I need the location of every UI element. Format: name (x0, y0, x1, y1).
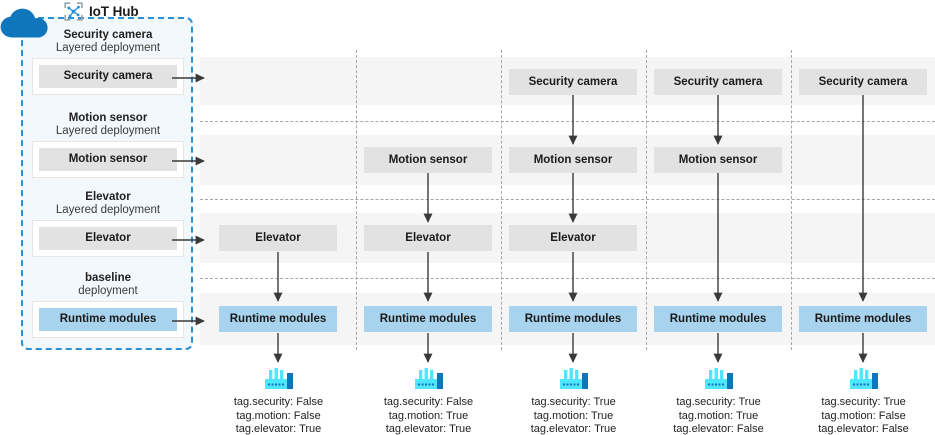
deployment-group-motion-sensor: Motion sensor Layered deployment Motion … (32, 112, 184, 178)
grid-node-motion-c2[interactable]: Motion sensor (364, 147, 492, 173)
iot-hub-panel: Security camera Layered deployment Secur… (21, 17, 193, 350)
grid-node-runtime-c5[interactable]: Runtime modules (799, 306, 927, 332)
grid-node-motion-c4[interactable]: Motion sensor (654, 147, 782, 173)
tag-security: tag.security: True (531, 396, 616, 408)
deployment-card[interactable]: Elevator (32, 220, 184, 257)
tag-security: tag.security: True (821, 396, 906, 408)
deployment-name: Motion sensor (68, 112, 148, 124)
grid-node-motion-c3[interactable]: Motion sensor (509, 147, 637, 173)
tag-motion: tag.motion: False (236, 409, 321, 422)
row-separator (200, 278, 935, 279)
deployment-kind: Layered deployment (55, 204, 161, 216)
device-tags: tag.security: False tag.motion: False ta… (207, 396, 350, 435)
grid-node-elevator-c3[interactable]: Elevator (509, 225, 637, 251)
tag-security: tag.security: True (676, 396, 761, 408)
grid-node-elevator-c2[interactable]: Elevator (364, 225, 492, 251)
deployment-chip-security-camera[interactable]: Security camera (39, 65, 177, 88)
tag-motion: tag.motion: False (821, 409, 906, 422)
device-tags: tag.security: False tag.motion: True tag… (357, 396, 500, 435)
deployment-heading: Security camera Layered deployment (32, 29, 184, 55)
deployment-kind: Layered deployment (55, 125, 161, 137)
row-separator (200, 199, 935, 200)
device-tags: tag.security: True tag.motion: True tag.… (502, 396, 645, 435)
deployment-name: Security camera (63, 29, 153, 41)
deployment-chip-runtime-modules[interactable]: Runtime modules (39, 308, 177, 331)
deployment-chip-elevator[interactable]: Elevator (39, 227, 177, 250)
deployment-group-elevator: Elevator Layered deployment Elevator (32, 191, 184, 257)
grid-node-security-c5[interactable]: Security camera (799, 69, 927, 95)
tag-motion: tag.motion: True (388, 409, 469, 422)
device-tags: tag.security: True tag.motion: True tag.… (647, 396, 790, 435)
tag-security: tag.security: False (233, 396, 324, 408)
tag-motion: tag.motion: True (678, 409, 759, 422)
grid-node-runtime-c4[interactable]: Runtime modules (654, 306, 782, 332)
tag-security: tag.security: False (383, 396, 474, 408)
tag-elevator: tag.elevator: False (673, 423, 764, 435)
deployment-card[interactable]: Runtime modules (32, 301, 184, 338)
tag-elevator: tag.elevator: True (385, 423, 472, 435)
cloud-icon (0, 8, 48, 38)
tag-elevator: tag.elevator: True (235, 423, 322, 435)
deployment-name: Elevator (85, 191, 131, 203)
factory-icon (849, 368, 878, 389)
column-separator (646, 50, 647, 350)
deployment-name: baseline (84, 272, 132, 284)
grid-node-elevator-c1[interactable]: Elevator (219, 225, 337, 251)
deployment-heading: baseline deployment (32, 272, 184, 298)
column-separator (356, 50, 357, 350)
tag-motion: tag.motion: True (533, 409, 614, 422)
deployment-kind: deployment (78, 285, 138, 297)
device-column-1: tag.security: False tag.motion: False ta… (207, 366, 350, 435)
iot-hub-icon (64, 1, 83, 21)
grid-node-security-c4[interactable]: Security camera (654, 69, 782, 95)
row-separator (200, 121, 935, 122)
deployment-chip-motion-sensor[interactable]: Motion sensor (39, 148, 177, 171)
factory-icon (704, 368, 733, 389)
tag-elevator: tag.elevator: False (818, 423, 909, 435)
iot-hub-title: IoT Hub (64, 1, 139, 21)
column-separator (791, 50, 792, 350)
device-column-4: tag.security: True tag.motion: True tag.… (647, 366, 790, 435)
deployment-card[interactable]: Motion sensor (32, 141, 184, 178)
factory-icon (414, 368, 443, 389)
grid-node-runtime-c3[interactable]: Runtime modules (509, 306, 637, 332)
factory-icon (264, 368, 293, 389)
column-separator (501, 50, 502, 350)
deployment-heading: Elevator Layered deployment (32, 191, 184, 217)
deployment-group-baseline: baseline deployment Runtime modules (32, 272, 184, 338)
deployment-kind: Layered deployment (55, 42, 161, 54)
deployment-card[interactable]: Security camera (32, 58, 184, 95)
factory-icon (559, 368, 588, 389)
grid-node-security-c3[interactable]: Security camera (509, 69, 637, 95)
device-column-2: tag.security: False tag.motion: True tag… (357, 366, 500, 435)
iot-hub-title-label: IoT Hub (89, 3, 139, 19)
deployment-grid: Elevator Runtime modules Motion sensor E… (200, 50, 935, 350)
device-tags: tag.security: True tag.motion: False tag… (792, 396, 935, 435)
tag-elevator: tag.elevator: True (530, 423, 617, 435)
device-column-3: tag.security: True tag.motion: True tag.… (502, 366, 645, 435)
grid-node-runtime-c1[interactable]: Runtime modules (219, 306, 337, 332)
device-column-5: tag.security: True tag.motion: False tag… (792, 366, 935, 435)
grid-node-runtime-c2[interactable]: Runtime modules (364, 306, 492, 332)
deployment-heading: Motion sensor Layered deployment (32, 112, 184, 138)
deployment-group-security-camera: Security camera Layered deployment Secur… (32, 29, 184, 95)
